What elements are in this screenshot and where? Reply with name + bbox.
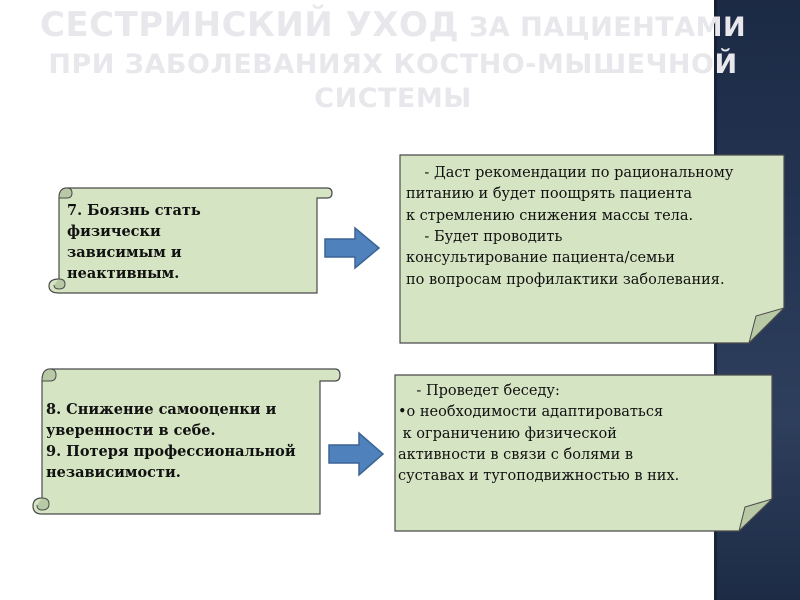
problem-1-line-4: неактивным. [67, 265, 180, 283]
problem-1-line-2: физически [67, 223, 161, 241]
title-line2: ПРИ ЗАБОЛЕВАНИЯХ КОСТНО-МЫШЕЧНОЙ [48, 49, 738, 81]
problem-scroll-2: 8. Снижение самооценки и уверенности в с… [30, 364, 342, 520]
intervention-2-line-5: суставах и тугоподвижностью в них. [398, 468, 680, 485]
intervention-1-line-4: - Будет проводить [406, 228, 563, 245]
note-shape [394, 374, 773, 533]
title-line3: СИСТЕМЫ [314, 83, 472, 115]
intervention-note-1: - Даст рекомендации по рациональному пит… [398, 153, 786, 345]
problem-scroll-1: 7. Боязнь стать физически зависимым и не… [45, 183, 335, 298]
intervention-2-line-2: •о необходимости адаптироваться [398, 404, 664, 421]
intervention-2-line-4: активности в связи с болями в [398, 446, 634, 463]
title-line1-main: СЕСТРИНСКИЙ УХОД [39, 5, 460, 45]
slide-title: СЕСТРИНСКИЙ УХОД ЗА ПАЦИЕНТАМИ ПРИ ЗАБОЛ… [18, 5, 768, 115]
problem-2-line-4: независимости. [46, 464, 181, 482]
scroll-shape [32, 368, 341, 515]
intervention-2-line-1: - Проведет беседу: [398, 383, 560, 399]
problem-2-line-2: уверенности в себе. [46, 422, 216, 440]
arrow-right-icon [328, 431, 385, 477]
intervention-1-line-1: - Даст рекомендации по рациональному [406, 165, 734, 181]
intervention-2-line-3: к ограничению физической [398, 425, 617, 442]
title-line1-rest: ЗА ПАЦИЕНТАМИ [459, 12, 747, 43]
problem-1-line-3: зависимым и [67, 244, 182, 262]
problem-1-line-1: 7. Боязнь стать [67, 202, 201, 219]
intervention-note-2: - Проведет беседу: •о необходимости адап… [393, 373, 774, 533]
problem-2-line-3: 9. Потеря профессиональной [46, 443, 296, 461]
intervention-1-line-6: по вопросам профилактики заболевания. [406, 271, 725, 288]
arrow-right-icon [324, 226, 381, 270]
intervention-1-line-5: консультирование пациента/семьи [406, 250, 675, 267]
scroll-shape [48, 187, 333, 294]
intervention-1-line-3: к стремлению снижения массы тела. [406, 207, 694, 224]
problem-2-line-1: 8. Снижение самооценки и [46, 401, 277, 418]
intervention-1-line-2: питанию и будет поощрять пациента [406, 186, 692, 203]
note-shape [399, 154, 786, 345]
